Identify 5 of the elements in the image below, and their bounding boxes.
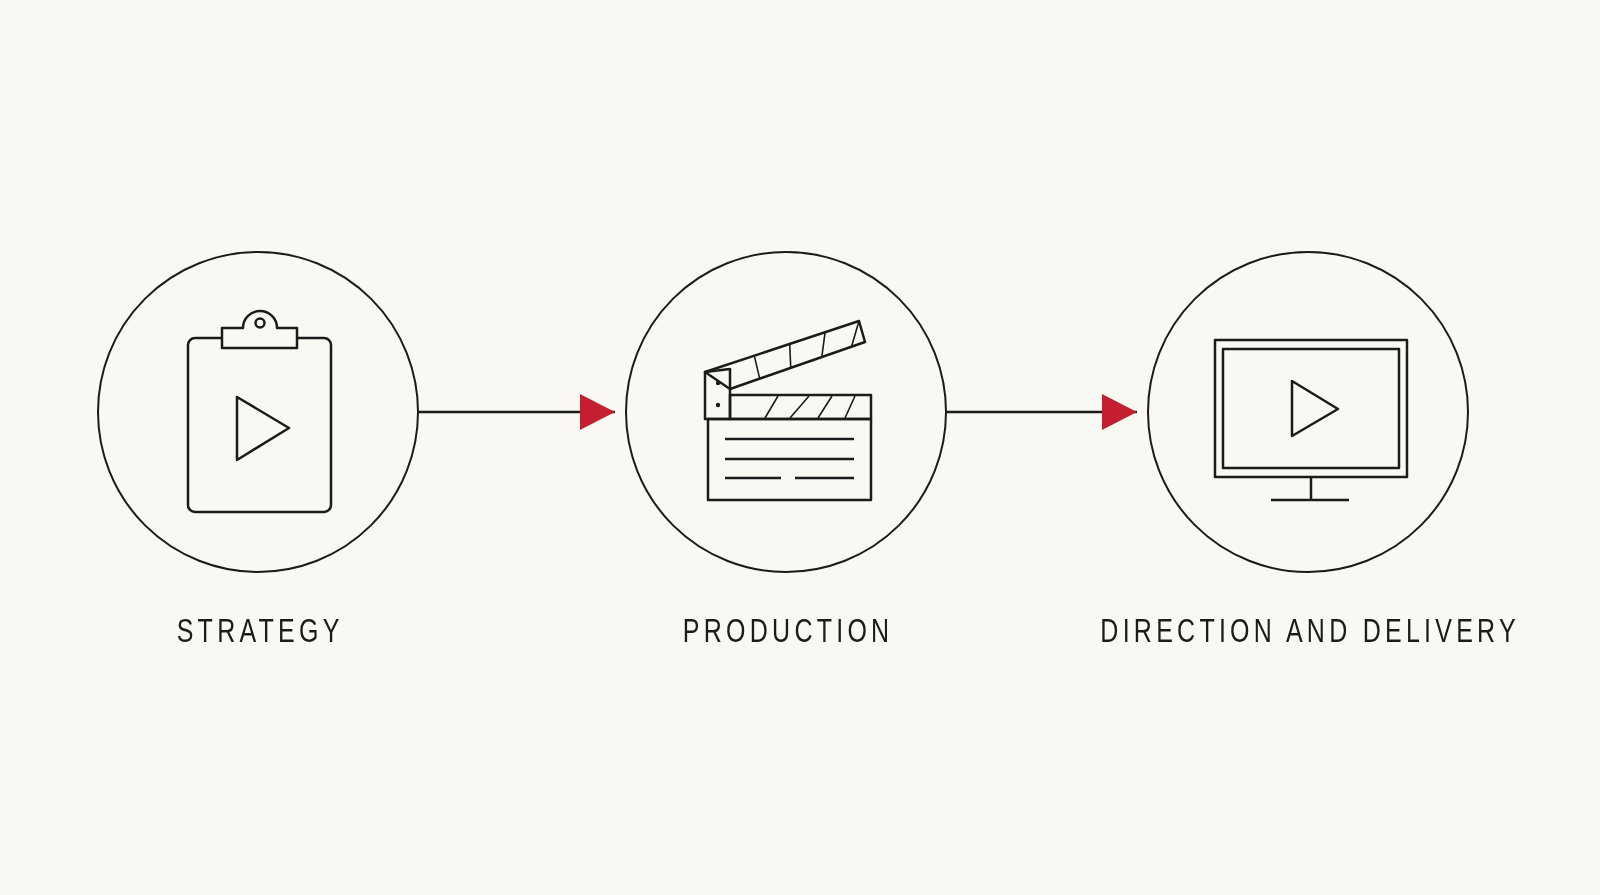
arrow bbox=[947, 394, 1137, 430]
step-label: STRATEGY bbox=[175, 610, 344, 650]
step-label: DIRECTION AND DELIVERY bbox=[1099, 610, 1520, 650]
step-label: PRODUCTION bbox=[681, 610, 894, 650]
arrow bbox=[419, 394, 615, 430]
